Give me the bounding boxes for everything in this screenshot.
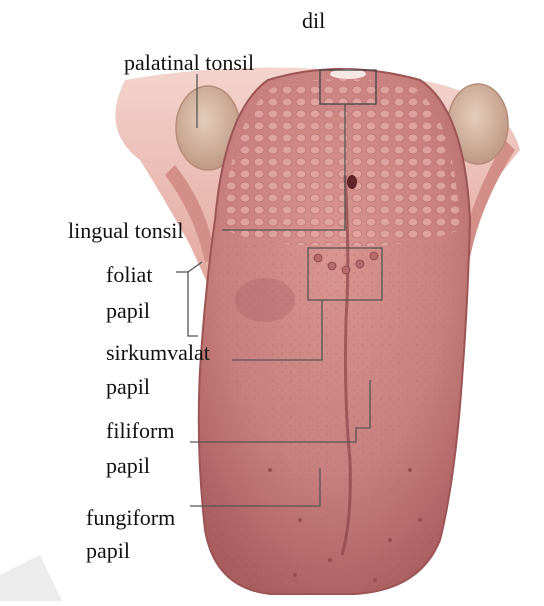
foramen-cecum <box>347 175 357 189</box>
label-foliat-line2: papil <box>106 300 150 322</box>
label-lingual-tonsil: lingual tonsil <box>68 220 184 242</box>
label-sirkumvalat-line1: sirkumvalat <box>106 342 210 364</box>
label-foliat-line1: foliat <box>106 264 152 286</box>
label-filiform-line2: papil <box>106 455 150 477</box>
leader-foliat-top <box>188 262 202 272</box>
leader-foliat <box>176 272 198 336</box>
foliate-shadow <box>235 278 295 322</box>
label-filiform-line1: filiform <box>106 420 174 442</box>
label-fungiform-line2: papil <box>86 540 130 562</box>
background-shape <box>0 555 62 601</box>
label-sirkumvalat-line2: papil <box>106 376 150 398</box>
label-fungiform-line1: fungiform <box>86 507 175 529</box>
diagram-title: dil <box>302 10 325 32</box>
label-palatinal-tonsil: palatinal tonsil <box>124 52 254 74</box>
